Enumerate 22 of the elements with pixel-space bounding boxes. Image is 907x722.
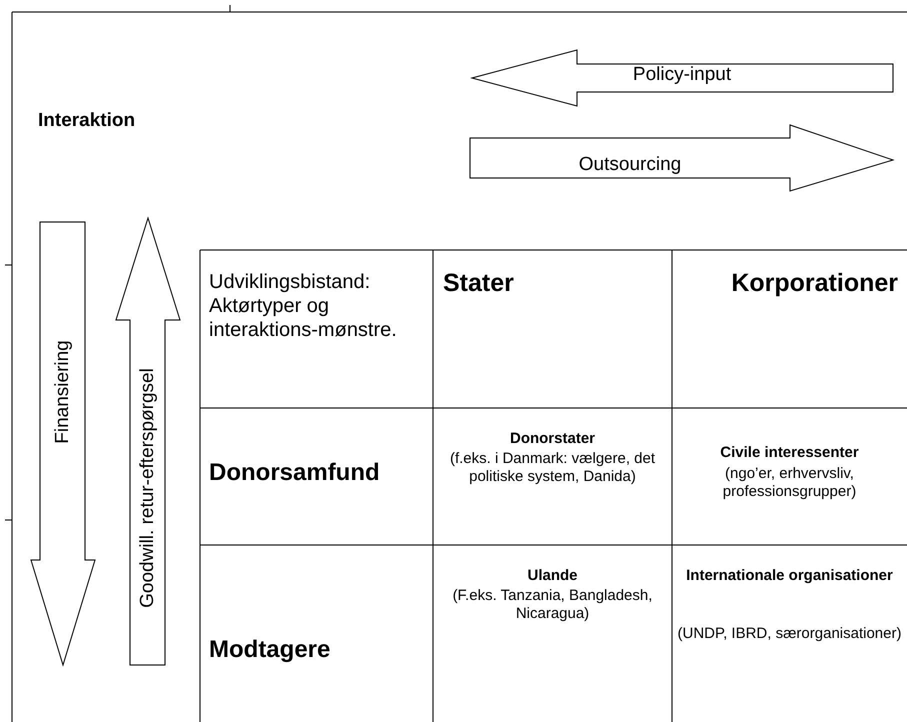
right-block-arrow	[470, 125, 894, 191]
cell-text: (UNDP, IBRD, særorganisationer)	[677, 625, 902, 643]
cell-text: (ngo’er, erhvervsliv, professionsgrupper)	[722, 465, 858, 501]
cell-heading: Internationale organisationer	[685, 567, 894, 585]
column-header: Korporationer	[730, 268, 899, 298]
column-header: Stater	[443, 268, 515, 298]
arrow-label: Outsourcing	[578, 154, 682, 176]
up-block-arrow	[115, 218, 181, 666]
row-header: Donorsamfund	[209, 459, 381, 488]
arrow-label: Policy-input	[632, 64, 732, 86]
heading: Interaktion	[38, 110, 136, 133]
cell-heading: Civile interessenter	[719, 444, 860, 462]
cell-heading: Ulande	[526, 567, 578, 585]
arrow-label: Finansiering	[52, 340, 74, 444]
cell-heading: Donorstater	[508, 430, 596, 448]
left-block-arrow	[470, 50, 894, 106]
table-title: Udviklingsbistand: Aktørtyper og interaktions-mønstre.	[209, 270, 398, 342]
cell-text: (F.eks. Tanzania, Bangladesh, Nicaragua)	[452, 587, 654, 623]
cell-text: (f.eks. i Danmark: vælgere, det politiske system, Danida)	[448, 450, 656, 486]
arrow-label: Goodwill. retur-efterspørgsel	[137, 368, 159, 608]
down-block-arrow	[30, 222, 96, 666]
row-header: Modtagere	[209, 636, 332, 665]
